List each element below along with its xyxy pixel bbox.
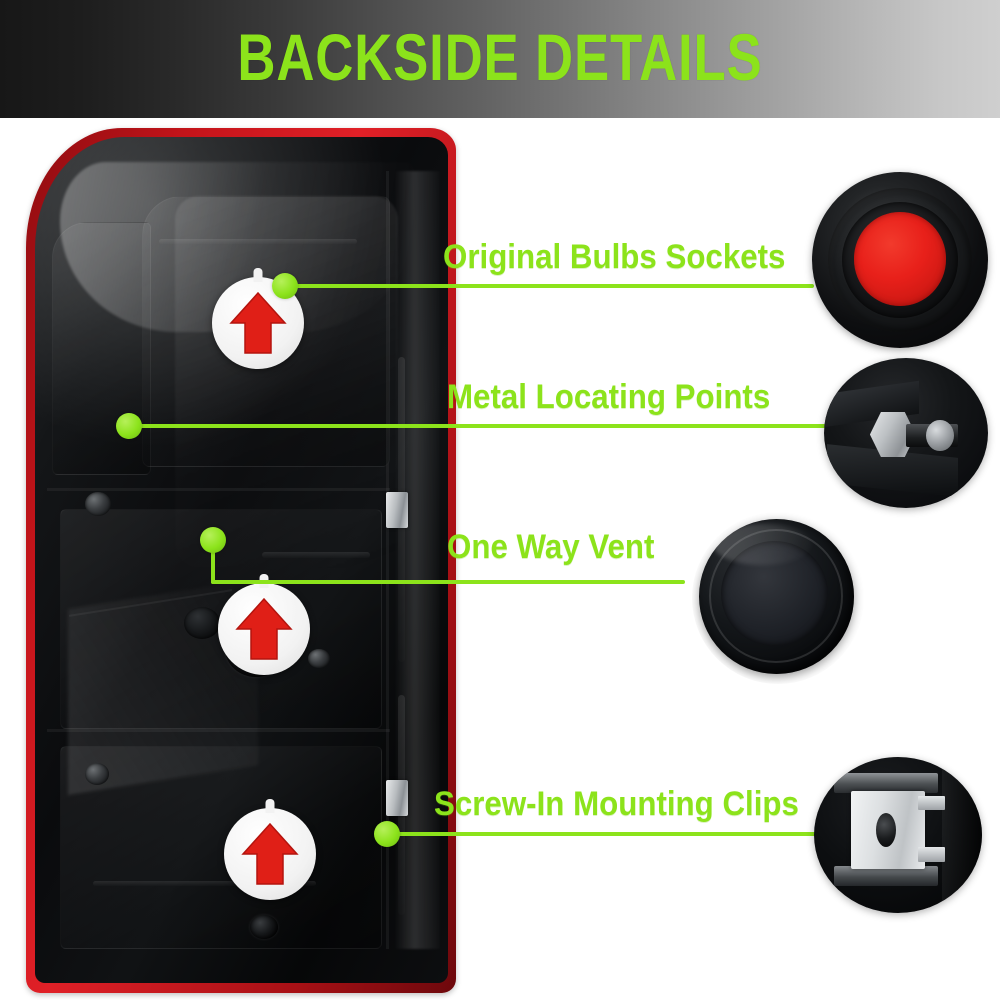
clip-bar-top [834,772,939,793]
callout-dot-metal-locating-points [116,413,142,439]
chamber-lower [59,746,382,950]
chamber-left-upper [51,221,151,476]
seam-horizontal-mid [47,729,391,733]
header-banner: BACKSIDE DETAILS [0,0,1000,118]
metal-locating-point-lower [84,763,109,786]
gloss-highlight-upper [175,196,399,569]
mounting-clip-upper [386,492,409,529]
detail-photo-original-bulbs-sockets [812,172,988,348]
detail-photo-metal-locating-points [824,358,988,508]
vent-cap-on-housing [183,606,220,639]
red-up-arrow-icon [241,822,299,885]
arrow-badge-bottom [224,808,316,900]
clip-bar-bottom [834,866,939,887]
clip-background-column [941,757,982,913]
page-title: BACKSIDE DETAILS [237,20,763,94]
vent-cap-gloss [712,524,813,566]
callout-line-screw-in-mounting-clips [386,832,830,836]
seam-vertical-right [386,170,390,950]
arrow-badge-middle [218,583,310,675]
callout-dot-one-way-vent [200,527,226,553]
rib-lower [92,881,316,887]
product-image-tail-light [26,128,456,993]
seam-horizontal-upper [47,488,391,492]
stud-tip [925,419,954,451]
callout-line-one-way-vent [211,580,685,584]
mounting-clip-lower [386,779,409,816]
vent-cap-inner [721,541,828,647]
rib-upper [158,238,358,244]
metal-locating-point-upper [84,492,111,517]
clip-tab-upper [918,796,946,811]
socket-red-core [854,212,946,306]
rib-center [262,551,370,558]
callout-label-screw-in-mounting-clips: Screw-In Mounting Clips [434,785,799,823]
callout-label-original-bulbs-sockets: Original Bulbs Sockets [443,238,786,276]
red-up-arrow-icon [235,597,293,660]
detail-photo-screw-in-mounting-clips [814,757,982,913]
callout-label-metal-locating-points: Metal Locating Points [447,378,771,416]
clip-oval-hole [876,813,897,848]
detail-photo-one-way-vent [692,512,864,684]
vent-cap-ring [709,529,844,664]
callout-line-metal-locating-points [128,424,828,428]
callout-dot-original-bulbs-sockets [272,273,298,299]
callout-line-vertical-one-way-vent [211,540,215,584]
callout-dot-screw-in-mounting-clips [374,821,400,847]
gloss-highlight-right [394,170,440,950]
callout-label-one-way-vent: One Way Vent [447,528,655,566]
screw-boss-right [307,648,330,668]
callout-line-original-bulbs-sockets [284,284,814,288]
bulb-socket-port-bottom [249,915,278,940]
clip-tab-lower [918,847,946,862]
red-up-arrow-icon [229,291,287,354]
housing-body [35,137,448,983]
